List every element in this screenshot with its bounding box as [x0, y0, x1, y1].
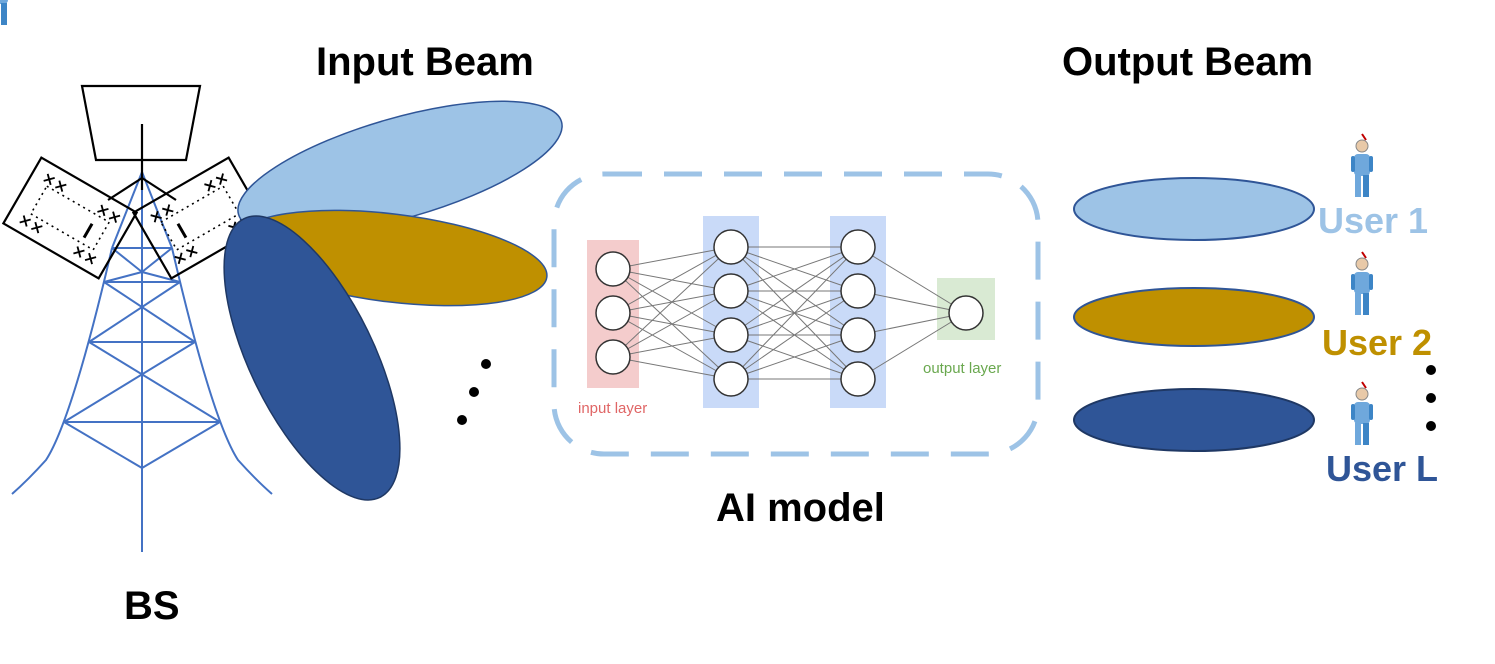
user-l-label: User L — [1326, 448, 1439, 489]
nn-node-layer-1 — [595, 295, 631, 331]
nn-edge — [730, 246, 859, 292]
output-beam-1 — [1073, 177, 1315, 241]
nn-edge — [730, 334, 859, 380]
input-beam-ellipsis-dots — [457, 359, 491, 425]
nn-node-layer-1 — [595, 251, 631, 287]
nn-edge — [612, 246, 732, 270]
input-beam-label: Input Beam — [316, 40, 534, 84]
nn-edge — [730, 290, 859, 380]
ai-model-box — [551, 171, 1041, 457]
nn-node-layer-4 — [948, 295, 984, 331]
nn-node-layer-3 — [840, 361, 876, 397]
svg-text:××: ×× — [15, 209, 48, 239]
user-2-label: User 2 — [1322, 322, 1433, 363]
user-l-icon — [1350, 381, 1374, 446]
bs-tower — [11, 171, 273, 552]
input-beam-dark — [223, 215, 401, 501]
nn-node-layer-1 — [595, 339, 631, 375]
user-1-icon — [1350, 133, 1374, 198]
nn-edges — [612, 246, 967, 380]
neural-network — [587, 216, 995, 408]
nn-edge — [857, 246, 967, 314]
bs-label: BS — [124, 584, 180, 628]
ai-model-label: AI model — [716, 486, 885, 530]
nn-edge — [857, 312, 967, 380]
nn-edge — [857, 290, 967, 314]
nn-nodes — [595, 229, 984, 397]
nn-edge — [612, 290, 732, 358]
nn-edge — [730, 246, 859, 380]
output-beam-2 — [1073, 287, 1315, 347]
bs-top-antenna — [80, 84, 202, 201]
nn-edge — [730, 246, 859, 336]
svg-text:××: ×× — [169, 240, 202, 270]
nn-edge — [612, 246, 732, 314]
nn-node-layer-2 — [713, 317, 749, 353]
nn-edge — [857, 312, 967, 336]
bs-left-panel-antenna: ×× ×× ×× ×× — [1, 156, 139, 280]
nn-edge — [612, 246, 732, 358]
output-layer-label: output layer — [923, 360, 1002, 377]
user-2-icon — [1350, 251, 1374, 316]
user-1-label: User 1 — [1318, 200, 1429, 241]
output-beam-l — [1073, 388, 1315, 452]
output-beam-label: Output Beam — [1062, 40, 1314, 84]
nn-edge — [612, 334, 732, 358]
nn-node-layer-2 — [713, 361, 749, 397]
input-layer-label: input layer — [578, 400, 648, 417]
user-ellipsis-dots — [1426, 365, 1436, 431]
nn-node-layer-2 — [713, 229, 749, 265]
nn-edge — [612, 356, 732, 380]
nn-node-layer-3 — [840, 317, 876, 353]
nn-node-layer-2 — [713, 273, 749, 309]
nn-node-layer-3 — [840, 229, 876, 265]
nn-node-layer-3 — [840, 273, 876, 309]
